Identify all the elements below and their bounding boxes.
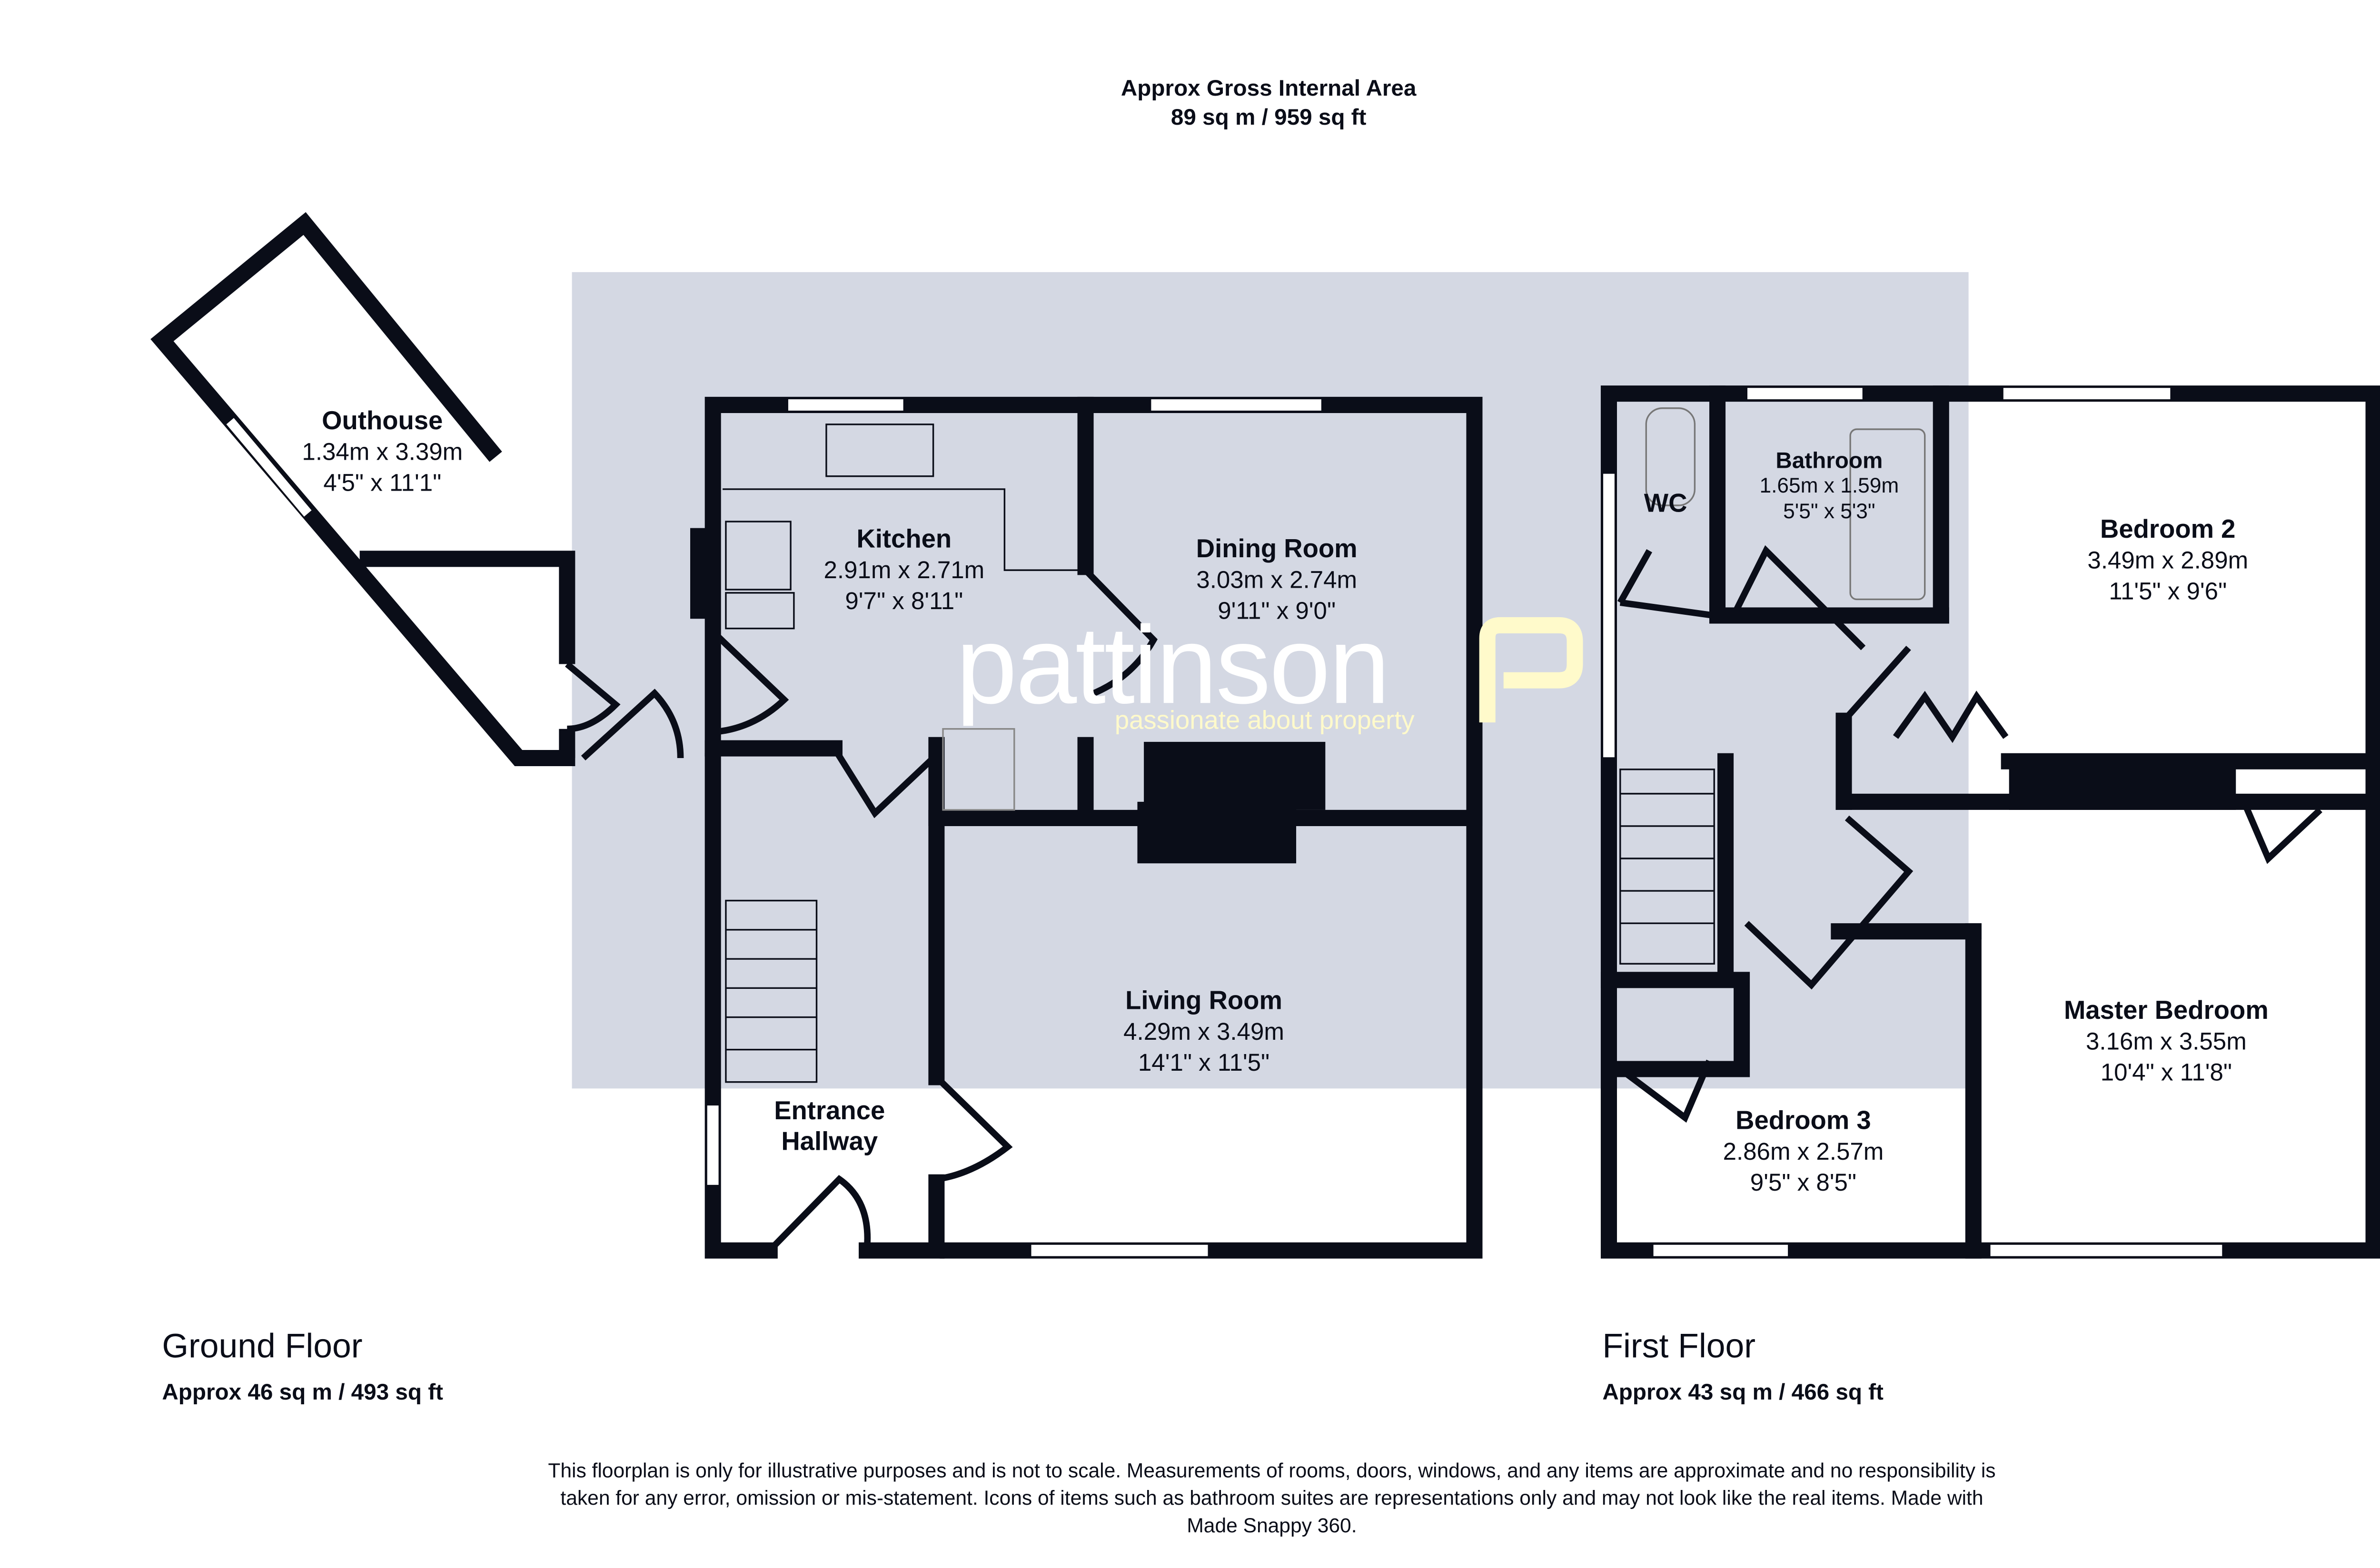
first-floor-label: First Floor [1602,1328,1756,1366]
outhouse-window [226,418,312,517]
brand-p-logo-icon [1479,617,1583,723]
gross-area-title: Approx Gross Internal Area [1121,74,1417,101]
ground-floor-walls [704,396,1483,1259]
disclaimer: This floorplan is only for illustrative … [548,1459,1996,1538]
fixtures [723,407,1926,965]
chimney [1144,741,1326,810]
ground-floor-area: Approx 46 sq m / 493 sq ft [162,1378,443,1405]
ground-floor-label: Ground Floor [162,1328,363,1366]
cooker-hood [690,528,710,619]
doors [565,545,2322,1253]
watermark-brand: pattinson [956,604,1390,728]
gross-area-header: Approx Gross Internal Area 89 sq m / 959… [1121,73,1417,131]
gross-area-value: 89 sq m / 959 sq ft [1170,103,1367,130]
stair-treads [725,793,1715,1083]
watermark-tagline: passionate about property [1114,708,1415,736]
room-wc: WC [1644,491,1687,519]
airing-cupboard-block [2009,755,2236,810]
windows [705,386,2224,1258]
first-floor-area: Approx 43 sq m / 466 sq ft [1602,1378,1884,1405]
outhouse-walls [150,212,575,766]
chimney-breast [1137,801,1297,864]
